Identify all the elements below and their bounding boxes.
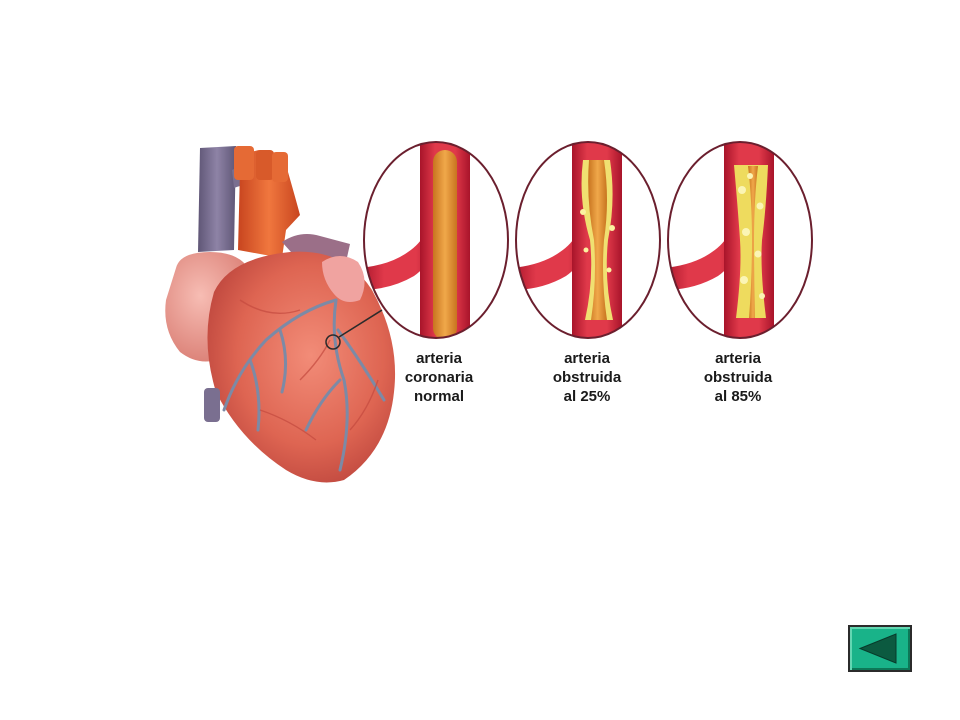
caption-line: obstruida — [552, 369, 622, 386]
heart-drawing — [165, 146, 396, 483]
artery-panel-normal — [363, 141, 509, 339]
caption-line: normal — [413, 388, 464, 405]
caption-line: obstruida — [703, 369, 773, 386]
caption-85-obstructed-artery: arteria obstruida al 85% — [668, 349, 808, 406]
caption-line: arteria — [564, 350, 610, 367]
heart-artery-illustration — [165, 141, 813, 483]
caption-25-obstructed-artery: arteria obstruida al 25% — [517, 349, 657, 406]
triangle-left-icon — [858, 633, 897, 664]
artery-panel-25 — [515, 141, 661, 339]
caption-line: arteria — [416, 350, 462, 367]
back-button[interactable] — [848, 625, 912, 672]
caption-line: al 85% — [714, 388, 762, 405]
caption-normal-artery: arteria coronaria normal — [369, 349, 509, 406]
artery-panel-85 — [667, 141, 813, 339]
caption-line: al 25% — [563, 388, 611, 405]
caption-line: coronaria — [404, 369, 474, 386]
caption-line: arteria — [715, 350, 761, 367]
